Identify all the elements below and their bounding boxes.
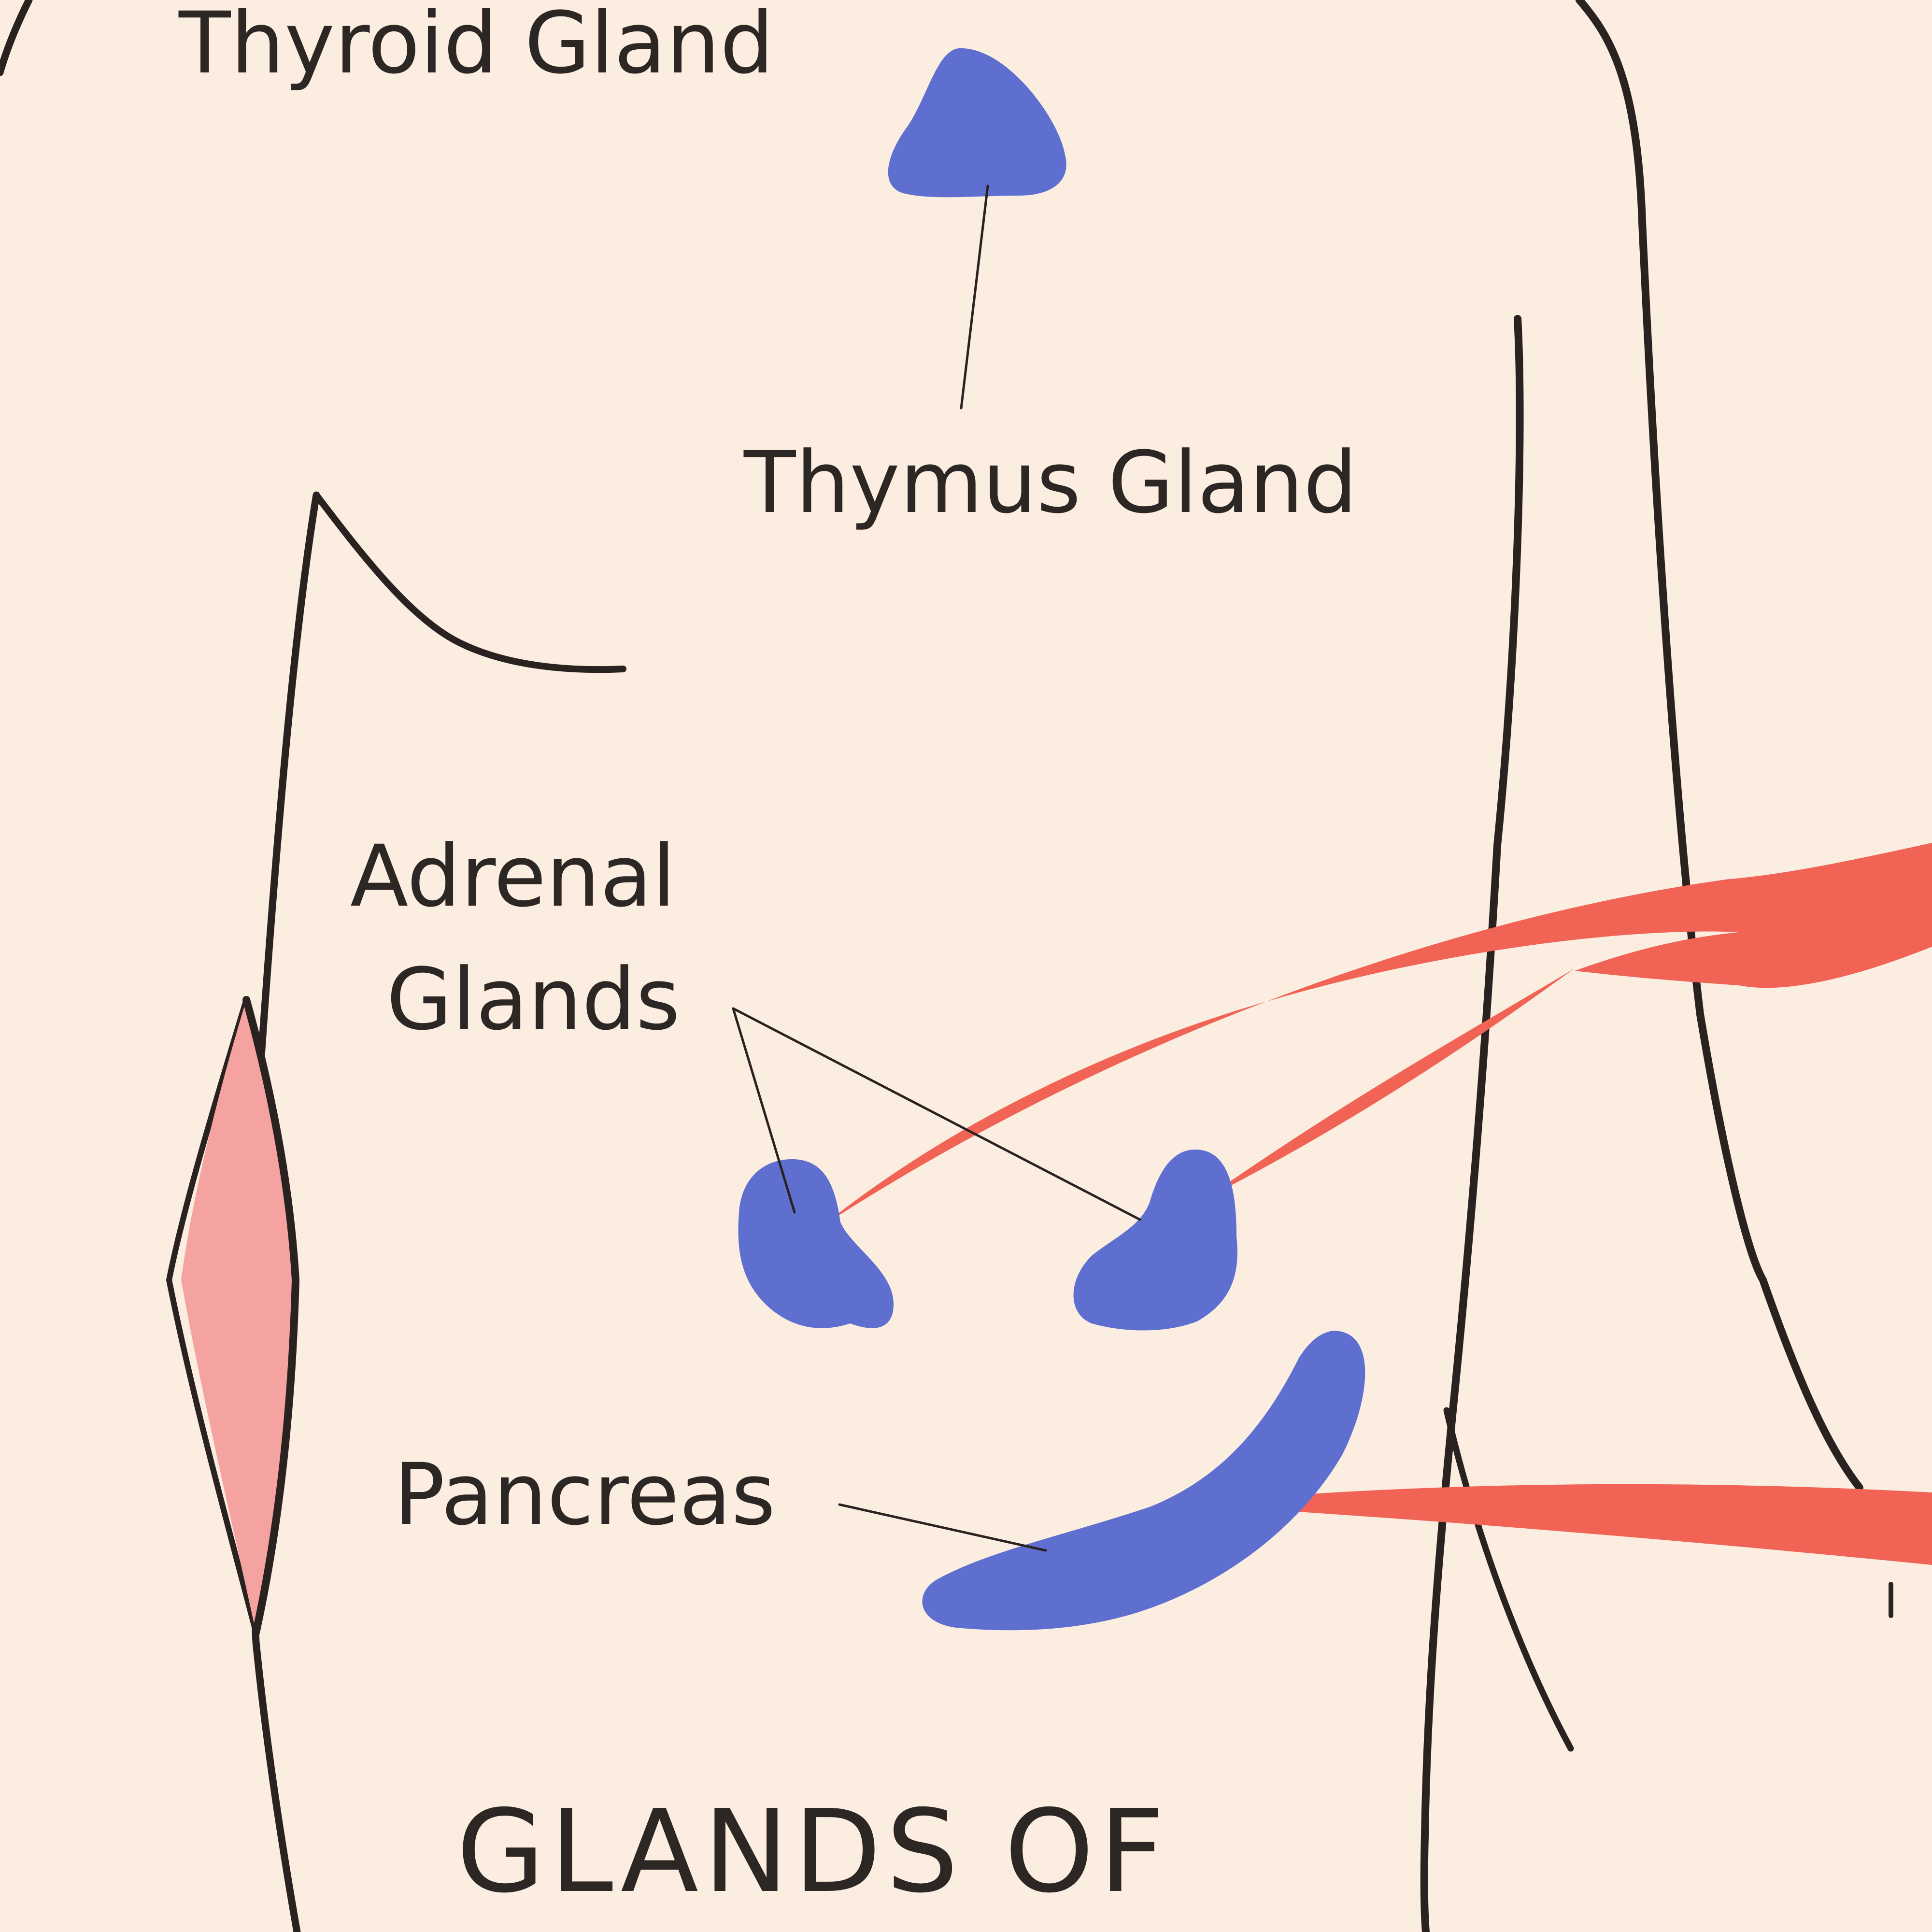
adrenal-left-leader-line xyxy=(732,1007,796,1214)
neck-right-line xyxy=(1576,0,1646,226)
pancreas-label: Pancreas xyxy=(394,1445,776,1544)
right-arm-outer-line xyxy=(1638,218,1863,1492)
thymus-gland-label: Thymus Gland xyxy=(743,433,1357,532)
left-arm-inner-line xyxy=(242,996,299,1636)
left-adrenal-gland-shape xyxy=(738,1159,894,1328)
body-outline xyxy=(0,0,1893,1932)
pancreas-shape xyxy=(922,1331,1365,1631)
left-arm-fill xyxy=(181,1000,295,1633)
nerve-fibers xyxy=(821,843,1932,1565)
adrenal-right-nerve xyxy=(1203,968,1575,1200)
left-arm-outer-line xyxy=(166,997,259,1635)
upper-nerve xyxy=(821,843,1932,1227)
right-adrenal-gland-shape xyxy=(1073,1150,1237,1331)
right-hip-line xyxy=(1443,1407,1574,1752)
thyroid-gland-label: Thyroid Gland xyxy=(178,0,774,93)
glands xyxy=(738,48,1365,1631)
neck-left-line xyxy=(0,0,33,76)
chest-curve-line xyxy=(313,492,626,673)
adrenal-label-line1: Adrenal xyxy=(350,827,676,926)
adrenal-right-leader-line xyxy=(732,1007,1141,1221)
leader-lines xyxy=(732,185,1141,1552)
thymus-leader-line xyxy=(960,185,989,410)
right-torso-line xyxy=(1420,315,1524,1932)
pancreas-leader-line xyxy=(838,1503,1047,1552)
adrenal-label-line2: Glands xyxy=(386,950,680,1049)
pancreas-nerve xyxy=(1176,1484,1932,1565)
gland-labels: Thyroid Gland Thymus Gland Adrenal Gland… xyxy=(178,0,1357,1544)
poster-title: GLANDS OF xyxy=(456,1785,1169,1918)
thymus-gland-shape xyxy=(888,48,1066,198)
